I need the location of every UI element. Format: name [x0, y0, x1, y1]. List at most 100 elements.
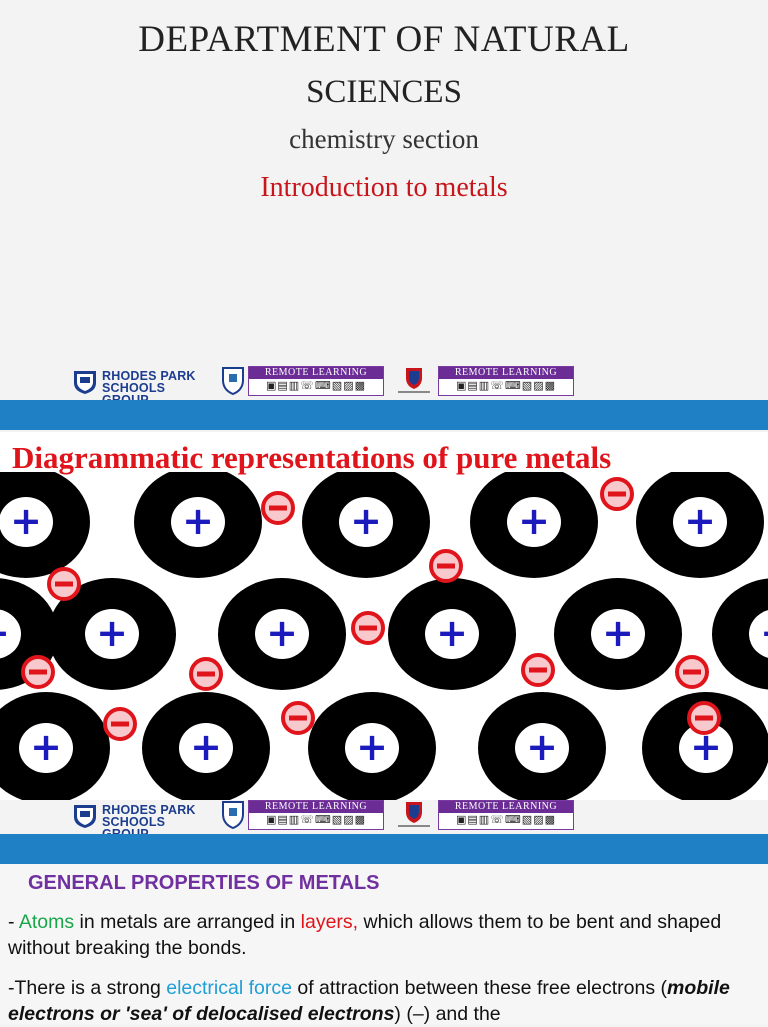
electron: − [687, 701, 721, 735]
positive-ion: + [134, 472, 262, 578]
diagram-slide: Diagrammatic representations of pure met… [0, 432, 768, 802]
p2-text-c: ) (–) and the [394, 1003, 501, 1025]
electron: − [21, 655, 55, 689]
title-slide: DEPARTMENT OF NATURAL SCIENCES chemistry… [0, 0, 768, 406]
logo-strip-bg: RHODES PARK SCHOOLS GROUP REMOTE LEARNIN… [0, 800, 768, 840]
electron-minus-sign [608, 491, 626, 497]
ion-plus-sign: + [602, 611, 634, 655]
rhodes-park-crest-icon [74, 805, 96, 828]
positive-ion: + [554, 578, 682, 690]
woodford-crest-icon [398, 368, 430, 393]
positive-ion: + [478, 692, 606, 802]
p2-force: electrical force [166, 977, 292, 999]
p1-text-c: which allows them to be bent and shaped … [8, 911, 722, 959]
ion-plus-sign: + [518, 499, 550, 543]
property-paragraph-1: - Atoms in metals are arranged in layers… [8, 909, 768, 961]
p2-text-b: of attraction between these free electro… [291, 977, 667, 999]
electron-minus-sign [529, 667, 547, 673]
p2-mobile-electrons: mobile electrons or 'sea' of delocalised… [8, 977, 730, 1025]
properties-slide: GENERAL PROPERTIES OF METALS - Atoms in … [0, 864, 768, 1027]
remote-learning-icons: ▣▤▥☏⌨▧▨▩ [456, 813, 556, 826]
ion-plus-sign: + [182, 499, 214, 543]
positive-ion: + [142, 692, 270, 802]
electron-minus-sign [695, 715, 713, 721]
electron: − [103, 707, 137, 741]
ion-plus-sign: + [30, 725, 62, 769]
positive-ion: + [308, 692, 436, 802]
electron-minus-sign [29, 669, 47, 675]
positive-ion: + [302, 472, 430, 578]
positive-ion: + [0, 692, 110, 802]
remote-learning-badge-1: REMOTE LEARNING ▣▤▥☏⌨▧▨▩ [248, 366, 384, 396]
remote-learning-title: REMOTE LEARNING [439, 801, 573, 813]
electron: − [189, 657, 223, 691]
electron-minus-sign [55, 581, 73, 587]
divider-band-2 [0, 834, 768, 864]
ion-plus-sign: + [0, 611, 10, 655]
remote-learning-badge-1: REMOTE LEARNING ▣▤▥☏⌨▧▨▩ [248, 800, 384, 830]
rhodes-park-logo: RHODES PARK SCHOOLS GROUP [72, 802, 212, 840]
remote-learning-title: REMOTE LEARNING [249, 367, 383, 379]
ion-plus-sign: + [96, 611, 128, 655]
woodford-crest-icon [398, 802, 430, 827]
school-crest-icon [222, 367, 244, 396]
p1-layers: layers, [300, 911, 359, 933]
property-paragraph-2: -There is a strong electrical force of a… [8, 975, 768, 1027]
electron: − [351, 611, 385, 645]
rp-line1: RHODES PARK [102, 803, 196, 817]
ion-plus-sign: + [684, 499, 716, 543]
electron: − [429, 549, 463, 583]
divider-band-1 [0, 400, 768, 430]
properties-heading: GENERAL PROPERTIES OF METALS [28, 872, 380, 894]
electron-minus-sign [683, 669, 701, 675]
ion-plus-sign: + [436, 611, 468, 655]
positive-ion: + [470, 472, 598, 578]
electron-minus-sign [289, 715, 307, 721]
p2-text-a: -There is a strong [8, 977, 167, 999]
ion-plus-sign: + [356, 725, 388, 769]
metal-lattice-diagram: ++++++++++++++++−−−−−−−−−−−− [0, 472, 768, 802]
positive-ion: + [48, 578, 176, 690]
remote-learning-title: REMOTE LEARNING [249, 801, 383, 813]
electron: − [47, 567, 81, 601]
rhodes-park-logo: RHODES PARK SCHOOLS GROUP [72, 368, 212, 406]
electron: − [600, 477, 634, 511]
electron: − [521, 653, 555, 687]
logo-strip: RHODES PARK SCHOOLS GROUP REMOTE LEARNIN… [72, 366, 574, 406]
ion-plus-sign: + [350, 499, 382, 543]
positive-ion: + [0, 472, 90, 578]
remote-learning-icons: ▣▤▥☏⌨▧▨▩ [456, 379, 556, 392]
remote-learning-icons: ▣▤▥☏⌨▧▨▩ [266, 813, 366, 826]
p1-text-a: - [8, 911, 19, 933]
ion-plus-sign: + [190, 725, 222, 769]
department-subtitle: SCIENCES [306, 74, 462, 110]
electron-minus-sign [359, 625, 377, 631]
ion-plus-sign: + [266, 611, 298, 655]
positive-ion: + [388, 578, 516, 690]
diagram-title: Diagrammatic representations of pure met… [12, 440, 612, 475]
electron: − [675, 655, 709, 689]
rp-line1: RHODES PARK [102, 369, 196, 383]
ion-plus-sign: + [10, 499, 42, 543]
electron: − [281, 701, 315, 735]
topic-title: Introduction to metals [260, 172, 508, 203]
positive-ion: + [712, 578, 768, 690]
remote-learning-icons: ▣▤▥☏⌨▧▨▩ [266, 379, 366, 392]
section-label: chemistry section [289, 124, 479, 154]
school-crest-icon [222, 801, 244, 830]
remote-learning-badge-2: REMOTE LEARNING ▣▤▥☏⌨▧▨▩ [438, 366, 574, 396]
electron-minus-sign [437, 563, 455, 569]
department-title: DEPARTMENT OF NATURAL [138, 19, 630, 60]
electron-minus-sign [111, 721, 129, 727]
ion-plus-sign: + [760, 611, 768, 655]
positive-ion: + [642, 692, 768, 802]
p1-atoms: Atoms [18, 911, 75, 933]
remote-learning-badge-2: REMOTE LEARNING ▣▤▥☏⌨▧▨▩ [438, 800, 574, 830]
ion-plus-sign: + [526, 725, 558, 769]
electron-minus-sign [269, 505, 287, 511]
electron-minus-sign [197, 671, 215, 677]
electron: − [261, 491, 295, 525]
remote-learning-title: REMOTE LEARNING [439, 367, 573, 379]
p1-text-b: in metals are arranged in [74, 911, 301, 933]
rhodes-park-crest-icon [74, 371, 96, 394]
